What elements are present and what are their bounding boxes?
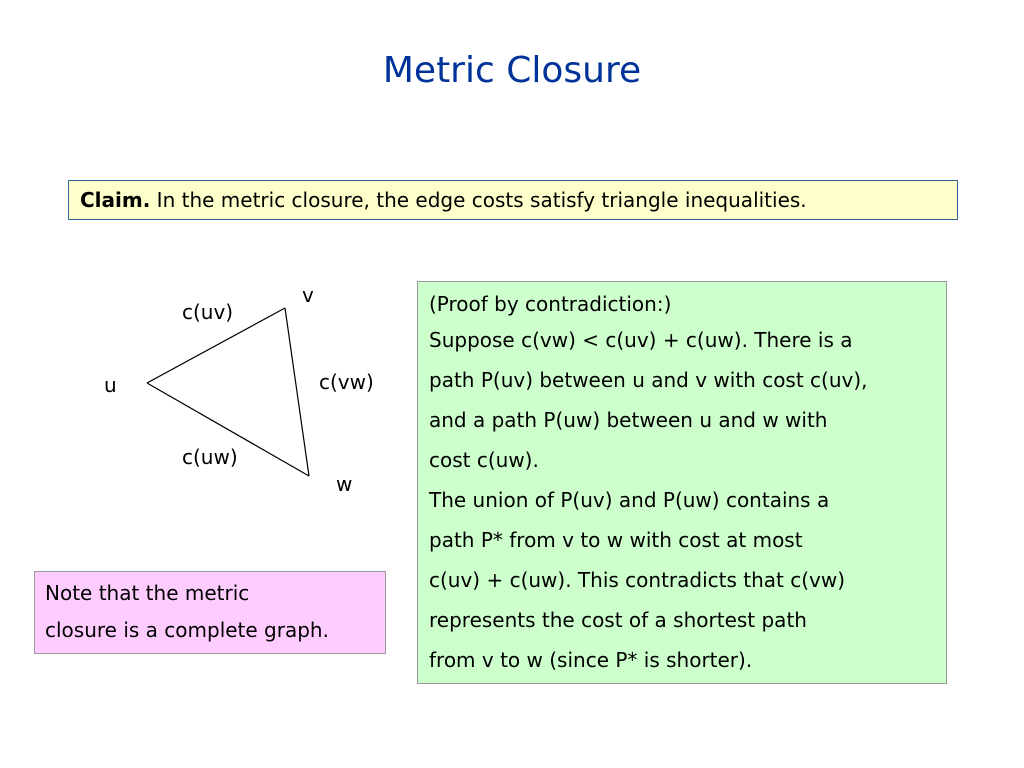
proof-line: cost c(uw). (429, 448, 539, 472)
node-label-w: w (336, 472, 353, 496)
slide-title: Metric Closure (382, 50, 642, 91)
proof-line: from v to w (since P* is shorter). (429, 648, 753, 672)
proof-line: path P* from v to w with cost at most (429, 528, 803, 552)
claim-text: In the metric closure, the edge costs sa… (150, 188, 807, 212)
proof-line: path P(uv) between u and v with cost c(u… (429, 368, 868, 392)
proof-line: represents the cost of a shortest path (429, 608, 807, 632)
node-label-v: v (302, 283, 314, 307)
edge-label-uw: c(uw) (182, 445, 238, 469)
note-box: Note that the metric closure is a comple… (34, 571, 386, 654)
proof-box: (Proof by contradiction:) Suppose c(vw) … (417, 281, 947, 684)
edge-label-vw: c(vw) (319, 370, 374, 394)
proof-line: The union of P(uv) and P(uw) contains a (429, 488, 830, 512)
note-line: closure is a complete graph. (45, 618, 329, 642)
proof-line: Suppose c(vw) < c(uv) + c(uw). There is … (429, 328, 853, 352)
claim-label: Claim. (80, 188, 151, 212)
proof-heading: (Proof by contradiction:) (429, 292, 672, 316)
edge-vw (284, 307, 310, 477)
proof-line: c(uv) + c(uw). This contradicts that c(v… (429, 568, 846, 592)
node-label-u: u (104, 373, 117, 397)
claim-box: Claim. In the metric closure, the edge c… (68, 180, 958, 220)
proof-line: and a path P(uw) between u and w with (429, 408, 828, 432)
note-line: Note that the metric (45, 581, 250, 605)
edge-label-uv: c(uv) (182, 300, 234, 324)
